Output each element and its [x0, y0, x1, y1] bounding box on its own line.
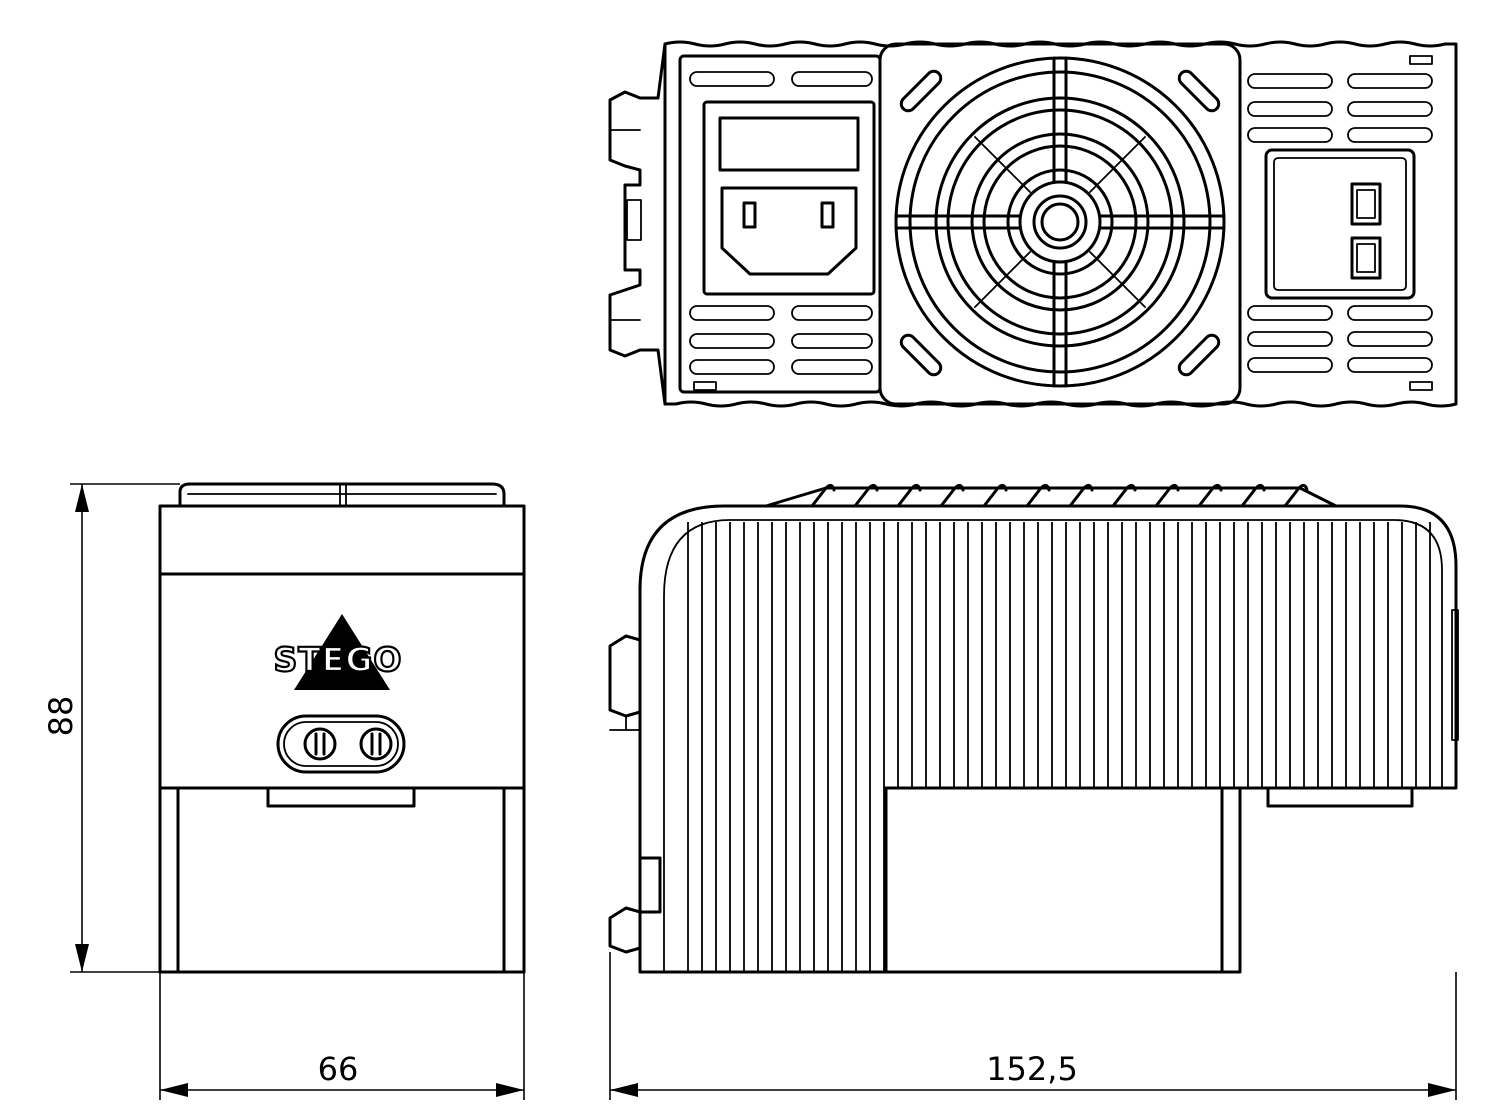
- terminal: [1350, 236, 1382, 280]
- side-body-outer: [638, 504, 1458, 974]
- terminal-inner: [1356, 243, 1376, 273]
- side-top-ridge: [764, 486, 1338, 508]
- ridge-bump: [1068, 483, 1094, 508]
- side-cooling-fins: [687, 522, 1431, 972]
- inlet-panel: [678, 54, 882, 394]
- right-vent-slots: [693, 55, 1433, 391]
- dimension-height: 88: [42, 483, 180, 973]
- front-view: STEGO: [158, 482, 526, 974]
- terminal-inner: [1356, 189, 1376, 219]
- din-rail-clip-side: [608, 584, 662, 954]
- dimension-width: 66: [159, 972, 525, 1100]
- dimension-width-label: 66: [318, 1050, 359, 1088]
- fan-housing: [878, 42, 1242, 406]
- ridge-bump: [1111, 483, 1137, 508]
- fan-mounting-slots: [899, 69, 1221, 377]
- side-top-ridge-bumps: [810, 483, 1309, 508]
- front-socket-inner: [283, 721, 399, 767]
- stego-logo: STEGO: [272, 614, 403, 690]
- side-body-inner: [663, 519, 1443, 973]
- fuse-window: [718, 116, 860, 172]
- ridge-bump: [1283, 483, 1309, 508]
- din-rail-clip-top: [608, 42, 667, 406]
- thermostat-frame: [1264, 148, 1416, 300]
- side-right-edge: [1451, 609, 1459, 741]
- clip-slot: [626, 199, 642, 241]
- inlet-window: [702, 100, 876, 296]
- ridge-bump: [982, 483, 1008, 508]
- terminal: [1350, 182, 1382, 226]
- socket-pin: [820, 201, 835, 229]
- fan-grille: [894, 56, 1226, 388]
- ridge-bump: [1025, 483, 1051, 508]
- side-tab: [1266, 786, 1414, 808]
- front-socket-pin: [303, 727, 337, 761]
- logo-triangle: [294, 614, 390, 690]
- front-tab: [266, 786, 416, 808]
- ridge-bump: [1197, 483, 1223, 508]
- dimension-height-label: 88: [42, 696, 80, 737]
- dimension-length: 152,5: [609, 952, 1457, 1100]
- side-view: [608, 483, 1459, 974]
- front-socket-pin: [359, 727, 393, 761]
- thermostat-inner: [1273, 157, 1407, 291]
- logo-text: STEGO: [274, 640, 403, 679]
- power-socket: [720, 186, 858, 276]
- ridge-bump: [853, 483, 879, 508]
- front-top-cap: [178, 482, 506, 508]
- socket-pin: [742, 201, 757, 229]
- ridge-bump: [939, 483, 965, 508]
- ridge-bump: [896, 483, 922, 508]
- left-vent-slots: [689, 71, 873, 375]
- ridge-bump: [810, 483, 836, 508]
- dimension-length-label: 152,5: [986, 1050, 1078, 1088]
- ridge-bump: [1154, 483, 1180, 508]
- top-view: [608, 40, 1458, 408]
- ridge-bump: [1240, 483, 1266, 508]
- front-socket-outer: [276, 714, 406, 774]
